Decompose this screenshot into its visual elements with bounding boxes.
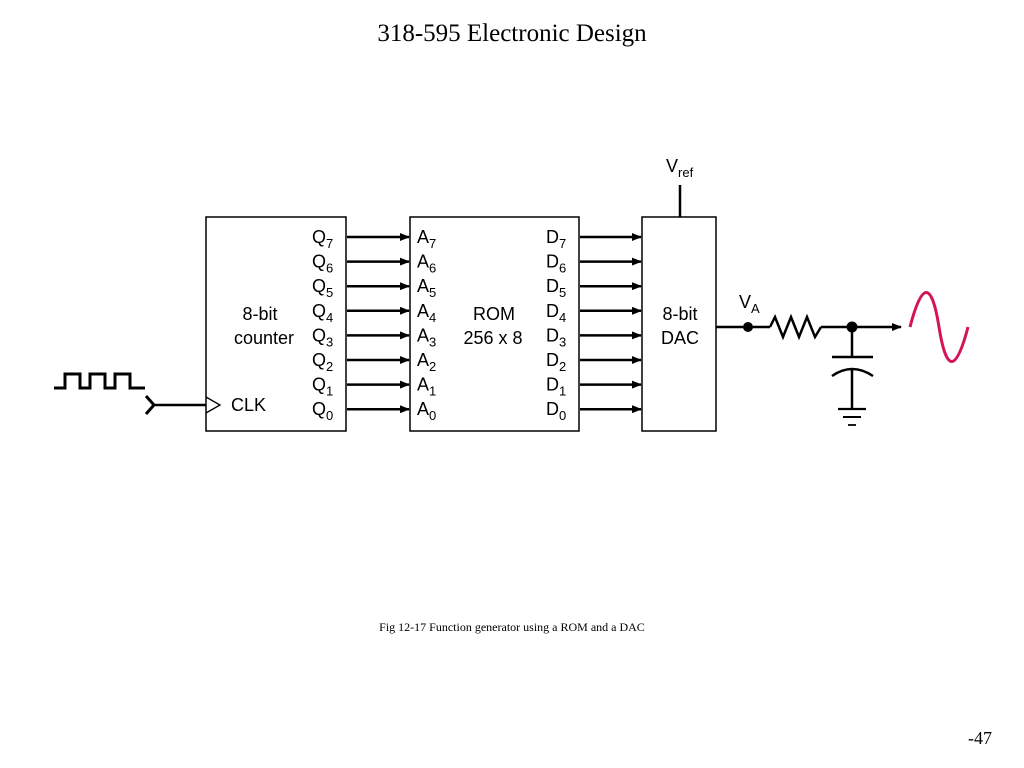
rom-label-line2: 256 x 8 (463, 328, 522, 348)
ground-icon (838, 407, 866, 426)
counter-output-q7: Q7 (312, 227, 333, 251)
rom-address-a6: A6 (417, 252, 436, 276)
slide-title: 318-595 Electronic Design (377, 20, 647, 47)
rom-data-d6: D6 (546, 252, 566, 276)
counter-output-q1: Q1 (312, 375, 333, 399)
counter-output-q0: Q0 (312, 399, 333, 423)
rom-label-line1: ROM (473, 304, 515, 324)
rom-address-a3: A3 (417, 325, 436, 349)
vref-label: Vref (666, 156, 694, 180)
rom-address-a4: A4 (417, 301, 436, 325)
rom-address-a0: A0 (417, 399, 436, 423)
rom-address-a7: A7 (417, 227, 436, 251)
rom-data-d1: D1 (546, 375, 566, 399)
counter-label-line1: 8-bit (242, 304, 277, 324)
resistor-icon (768, 313, 823, 341)
va-label: VA (739, 292, 760, 316)
rom-to-dac-bus (580, 233, 642, 414)
capacitor-icon (831, 327, 874, 408)
clock-edge-triangle-icon (205, 396, 222, 414)
rom-data-d3: D3 (546, 325, 566, 349)
dac-block: 8-bit DAC (641, 216, 717, 432)
rom-address-a1: A1 (417, 375, 436, 399)
counter-output-q4: Q4 (312, 301, 333, 325)
counter-clk-label: CLK (231, 395, 266, 415)
counter-to-rom-bus (347, 233, 410, 414)
counter-label-line2: counter (234, 328, 294, 348)
rom-address-a5: A5 (417, 276, 436, 300)
clock-input-chevron-icon (144, 395, 157, 415)
rom-data-d4: D4 (546, 301, 566, 325)
rom-data-d0: D0 (546, 399, 566, 423)
output-sine-wave-icon (908, 291, 970, 363)
counter-output-q2: Q2 (312, 350, 333, 374)
counter-output-q3: Q3 (312, 325, 333, 349)
rom-address-a2: A2 (417, 350, 436, 374)
rom-data-d2: D2 (546, 350, 566, 374)
counter-output-q6: Q6 (312, 252, 333, 276)
counter-output-q5: Q5 (312, 276, 333, 300)
dac-label-line1: 8-bit (662, 304, 697, 324)
dac-label-line2: DAC (661, 328, 699, 348)
rom-data-d7: D7 (546, 227, 566, 251)
clock-square-wave-icon (54, 372, 145, 390)
figure-caption: Fig 12-17 Function generator using a ROM… (379, 620, 645, 634)
rom-data-d5: D5 (546, 276, 566, 300)
page-number: -47 (968, 728, 992, 748)
